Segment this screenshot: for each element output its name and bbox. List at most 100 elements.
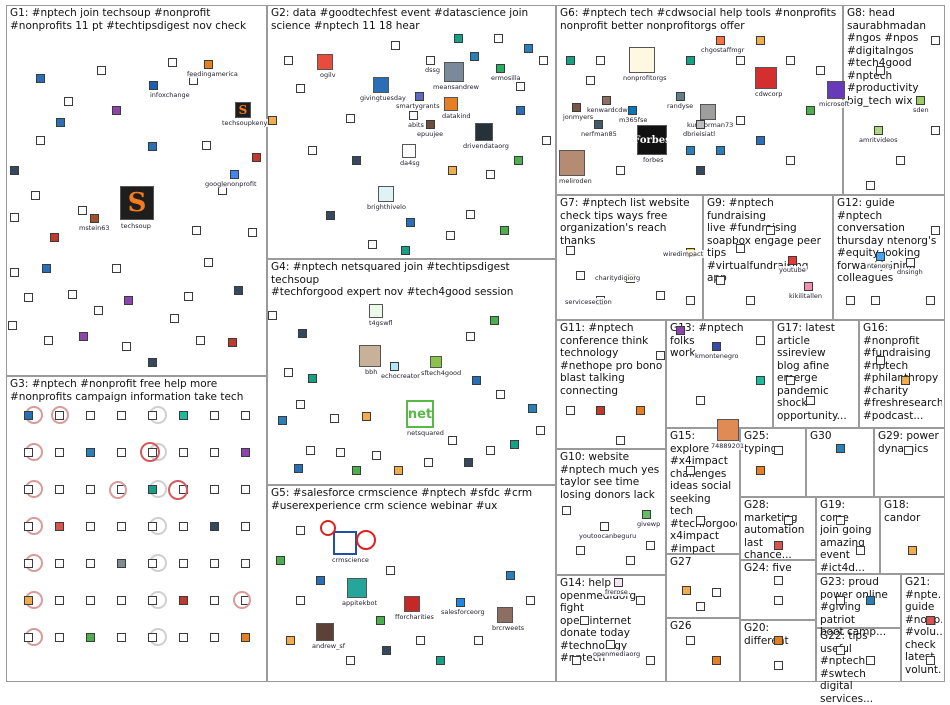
network-node[interactable] <box>209 410 219 420</box>
network-node[interactable] <box>625 555 635 565</box>
network-node[interactable] <box>203 59 213 69</box>
network-node[interactable] <box>373 77 389 93</box>
network-node[interactable] <box>359 345 381 367</box>
network-node[interactable] <box>43 335 53 345</box>
network-node[interactable] <box>85 632 95 642</box>
network-node[interactable] <box>513 155 523 165</box>
network-node[interactable] <box>509 439 519 449</box>
network-node[interactable] <box>423 457 433 467</box>
network-node[interactable] <box>277 415 287 425</box>
network-node[interactable] <box>23 410 33 420</box>
network-node[interactable] <box>905 257 915 267</box>
network-node[interactable] <box>195 335 205 345</box>
network-node[interactable] <box>307 145 317 155</box>
network-node[interactable] <box>85 595 95 605</box>
network-node[interactable] <box>147 521 157 531</box>
network-node[interactable] <box>23 484 33 494</box>
network-node[interactable] <box>485 169 495 179</box>
network-node[interactable] <box>645 655 655 665</box>
network-node[interactable] <box>285 635 295 645</box>
network-node[interactable] <box>785 375 795 385</box>
network-node[interactable] <box>785 55 795 65</box>
network-node[interactable] <box>367 239 377 249</box>
network-node[interactable] <box>78 331 88 341</box>
network-node[interactable] <box>347 578 367 598</box>
network-node[interactable] <box>371 450 381 460</box>
network-node[interactable] <box>307 373 317 383</box>
network-node[interactable] <box>585 75 595 85</box>
network-node[interactable] <box>85 484 95 494</box>
network-node[interactable] <box>378 186 394 202</box>
network-node[interactable] <box>209 484 219 494</box>
network-node[interactable] <box>240 521 250 531</box>
network-node[interactable] <box>695 395 705 405</box>
network-node[interactable] <box>845 295 855 305</box>
network-node[interactable] <box>755 375 765 385</box>
network-node[interactable] <box>783 515 793 525</box>
network-node[interactable] <box>787 255 797 265</box>
network-node[interactable] <box>485 445 495 455</box>
network-node[interactable] <box>425 119 435 129</box>
network-node[interactable] <box>541 135 551 145</box>
network-node[interactable] <box>895 155 905 165</box>
network-node[interactable] <box>605 639 615 649</box>
network-node[interactable] <box>229 169 239 179</box>
network-node[interactable] <box>695 601 705 611</box>
network-node[interactable] <box>247 227 257 237</box>
network-node[interactable] <box>907 545 917 555</box>
network-node[interactable] <box>695 515 705 525</box>
network-node[interactable] <box>425 55 435 65</box>
network-node[interactable] <box>209 521 219 531</box>
network-node[interactable] <box>930 225 940 235</box>
network-node[interactable] <box>463 457 473 467</box>
network-node[interactable] <box>361 411 371 421</box>
network-node[interactable] <box>930 35 940 45</box>
network-node[interactable] <box>773 575 783 585</box>
network-node[interactable] <box>54 484 64 494</box>
network-node[interactable] <box>9 267 19 277</box>
network-node[interactable] <box>191 225 201 235</box>
network-node[interactable] <box>240 484 250 494</box>
network-node[interactable] <box>23 447 33 457</box>
network-node[interactable] <box>903 445 913 455</box>
network-node[interactable] <box>385 565 395 575</box>
network-node[interactable] <box>178 521 188 531</box>
network-node[interactable] <box>711 587 721 597</box>
network-node[interactable] <box>473 635 483 645</box>
network-node[interactable] <box>735 115 745 125</box>
network-node[interactable] <box>875 65 885 75</box>
network-node[interactable] <box>116 447 126 457</box>
network-node[interactable] <box>85 521 95 531</box>
network-node[interactable] <box>183 291 193 301</box>
network-node[interactable] <box>444 62 464 82</box>
network-node[interactable] <box>773 660 783 670</box>
network-node[interactable] <box>475 123 493 141</box>
network-node[interactable] <box>629 47 655 73</box>
network-node[interactable] <box>444 97 458 111</box>
network-node[interactable] <box>240 558 250 568</box>
network-node[interactable] <box>523 43 533 53</box>
network-node[interactable] <box>41 263 51 273</box>
network-node[interactable] <box>453 33 463 43</box>
network-node[interactable] <box>613 577 623 587</box>
network-node[interactable] <box>465 331 475 341</box>
network-node[interactable] <box>240 447 250 457</box>
network-node[interactable] <box>571 655 581 665</box>
network-node[interactable] <box>515 105 525 115</box>
network-node[interactable] <box>601 95 611 105</box>
network-node[interactable] <box>85 558 95 568</box>
network-node[interactable] <box>93 305 103 315</box>
network-node[interactable] <box>561 505 571 515</box>
network-node[interactable] <box>203 257 213 267</box>
network-node[interactable] <box>765 225 775 235</box>
network-node[interactable] <box>641 509 651 519</box>
network-node[interactable] <box>345 113 355 123</box>
network-node[interactable] <box>711 341 721 351</box>
network-node[interactable] <box>408 110 418 120</box>
network-node[interactable] <box>635 405 645 415</box>
network-node[interactable] <box>675 325 685 335</box>
network-node[interactable] <box>745 295 755 305</box>
network-node[interactable] <box>30 190 40 200</box>
network-node[interactable] <box>85 410 95 420</box>
network-node[interactable] <box>295 83 305 93</box>
